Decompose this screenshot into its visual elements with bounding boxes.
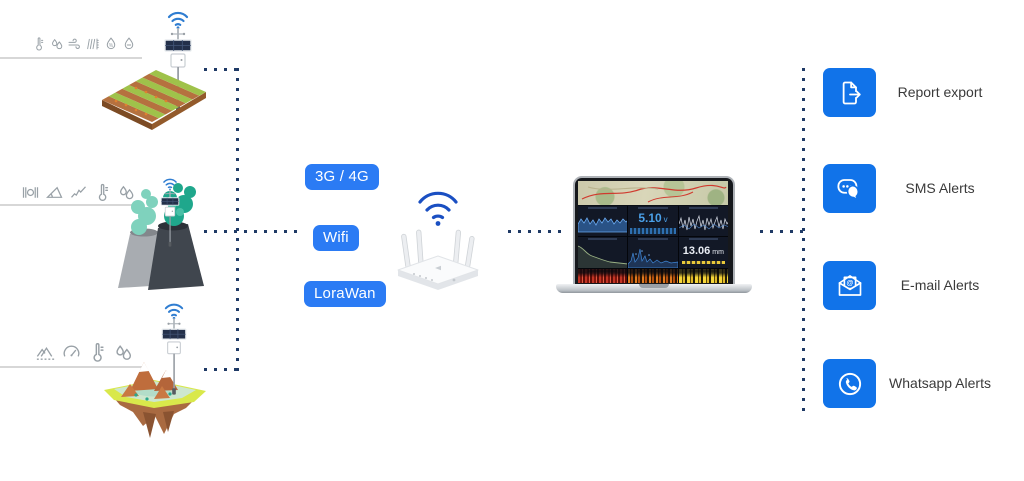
farm-sensor-icons bbox=[31, 36, 139, 52]
distance-mini-text bbox=[681, 261, 726, 264]
terrain-connector-line bbox=[204, 368, 240, 371]
inclination-icon bbox=[44, 182, 65, 203]
left-bus-line bbox=[236, 68, 239, 373]
industrial-sensor-station bbox=[155, 176, 185, 252]
farm-field-illustration bbox=[102, 70, 206, 130]
industrial-icons-underline bbox=[0, 204, 142, 206]
panel-spectrogram-red bbox=[578, 269, 628, 283]
panel-line-chart-blue bbox=[578, 206, 628, 236]
email-icon bbox=[823, 261, 876, 310]
network-label-wifi: Wifi bbox=[313, 225, 359, 251]
router-laptop-line bbox=[508, 230, 562, 233]
panel-spectrogram-yellow bbox=[678, 269, 728, 283]
sms-icon bbox=[823, 164, 876, 213]
output-label-email-alerts: E-mail Alerts bbox=[900, 276, 980, 293]
distance-unit: mm bbox=[712, 249, 724, 256]
network-label-3g-4g: 3G / 4G bbox=[305, 164, 379, 190]
wind-icon bbox=[67, 36, 83, 52]
output-email-alerts: E-mail Alerts bbox=[823, 261, 1003, 310]
farm-icons-underline bbox=[0, 57, 142, 59]
voltage-value: 5.10 bbox=[638, 210, 662, 225]
whatsapp-icon bbox=[823, 359, 876, 408]
output-label-report-export: Report export bbox=[897, 83, 983, 100]
terrain-icon bbox=[34, 341, 57, 364]
industrial-connector-line bbox=[204, 230, 298, 233]
rain-drops-icon bbox=[49, 36, 65, 52]
voltage-unit: v bbox=[663, 214, 668, 224]
terrain-sensor-station bbox=[154, 300, 194, 402]
water-level-icon bbox=[121, 36, 137, 52]
chimneys-illustration bbox=[118, 183, 204, 290]
panel-scatter-chart bbox=[628, 237, 678, 268]
report-export-icon bbox=[823, 68, 876, 117]
floating-island-illustration bbox=[104, 362, 206, 438]
gauge-icon bbox=[60, 341, 83, 364]
distance-value: 13.06 bbox=[682, 245, 711, 257]
dashboard-map-panel bbox=[578, 181, 728, 205]
output-label-whatsapp-alerts: Whatsapp Alerts bbox=[889, 374, 991, 391]
output-report-export: Report export bbox=[823, 68, 1003, 117]
temperature-icon bbox=[92, 182, 113, 203]
panel-noisy-waveform bbox=[678, 206, 728, 236]
laptop-base bbox=[556, 284, 752, 293]
farm-connector-line bbox=[204, 68, 240, 71]
crack-icon bbox=[68, 182, 89, 203]
output-whatsapp-alerts: Whatsapp Alerts bbox=[823, 359, 1003, 408]
temperature-icon bbox=[31, 36, 47, 52]
right-bus-line bbox=[802, 68, 805, 416]
terrain-icons-underline bbox=[0, 366, 146, 368]
humidity-icon bbox=[103, 36, 119, 52]
rain-gauge-icon bbox=[85, 36, 101, 52]
panel-spectrogram-orange bbox=[628, 269, 678, 283]
laptop-outputs-line bbox=[760, 230, 805, 233]
panel-decay-chart bbox=[578, 237, 628, 268]
network-label-lorawan: LoraWan bbox=[304, 281, 386, 307]
output-label-sms-alerts: SMS Alerts bbox=[905, 179, 975, 196]
displacement-icon bbox=[20, 182, 41, 203]
voltage-mini-chart bbox=[630, 227, 676, 234]
router-illustration bbox=[397, 191, 479, 290]
output-sms-alerts: SMS Alerts bbox=[823, 164, 1003, 213]
